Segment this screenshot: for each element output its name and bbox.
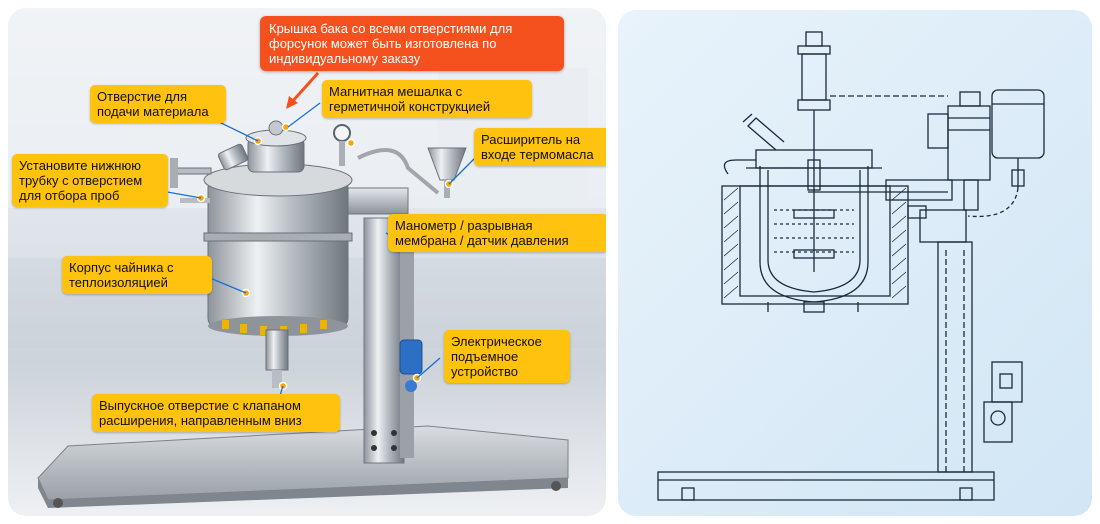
- label-pressure-gauge: Манометр / разрывная мембрана / датчик д…: [388, 214, 606, 252]
- product-photo-panel: Крышка бака со всеми отверстиями для фор…: [8, 8, 606, 516]
- label-insulated-body: Корпус чайника с теплоизоляцией: [62, 256, 212, 294]
- label-feed-opening: Отверстие для подачи материала: [90, 85, 226, 123]
- label-magnetic-stirrer: Магнитная мешалка с герметичной конструк…: [322, 80, 532, 118]
- label-thermal-oil-expander: Расширитель на входе термомасла: [474, 128, 606, 166]
- label-discharge-valve: Выпускное отверстие с клапаном расширени…: [92, 394, 340, 432]
- label-electric-lift: Электрическое подъемное устройство: [444, 330, 570, 383]
- technical-drawing-panel: [618, 10, 1092, 516]
- lid-custom-callout: Крышка бака со всеми отверстиями для фор…: [260, 16, 564, 71]
- reactor-section-drawing: [657, 31, 1045, 501]
- label-bottom-tube: Установите нижнюю трубку с отверстием дл…: [12, 154, 168, 207]
